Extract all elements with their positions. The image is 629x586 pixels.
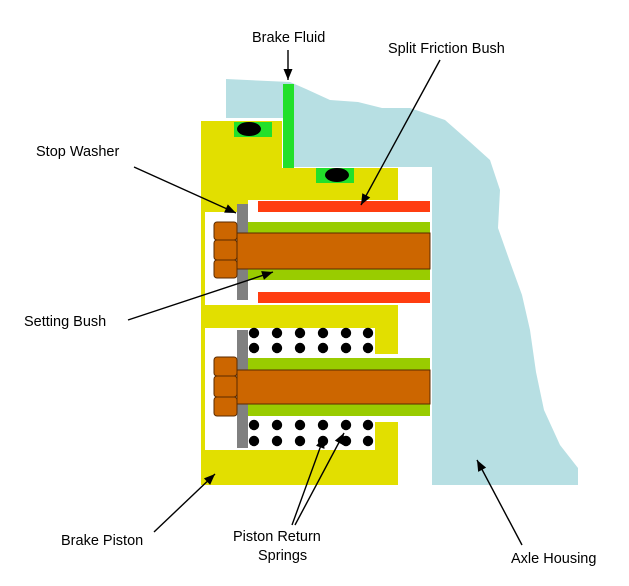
bolt-shaft-upper bbox=[236, 232, 431, 270]
bolt-head-lower-1 bbox=[213, 356, 238, 377]
bolt-head-upper-1 bbox=[213, 221, 238, 241]
spring-coil-dot bbox=[340, 342, 352, 354]
leader-piston-return-springs-b bbox=[294, 432, 345, 526]
leader-split-friction-bush bbox=[360, 59, 441, 206]
upper-o-ring-seal bbox=[237, 122, 261, 136]
spring-coil-dot bbox=[294, 327, 306, 339]
spring-coil-dot bbox=[362, 435, 374, 447]
label-piston-return-springs-2: Springs bbox=[258, 548, 307, 564]
spring-coil-dot bbox=[317, 419, 329, 431]
label-split-friction-bush: Split Friction Bush bbox=[388, 41, 505, 57]
axle-housing-shape bbox=[226, 79, 578, 485]
label-axle-housing: Axle Housing bbox=[511, 551, 596, 567]
label-piston-return-springs-1: Piston Return bbox=[233, 529, 321, 545]
friction-bush-bottom bbox=[258, 292, 430, 303]
spring-coil-dot bbox=[340, 419, 352, 431]
spring-coil-dot bbox=[294, 419, 306, 431]
spring-coil-dot bbox=[294, 342, 306, 354]
label-brake-fluid: Brake Fluid bbox=[252, 30, 325, 46]
spring-coil-dot bbox=[271, 419, 283, 431]
spring-coil-dot bbox=[317, 342, 329, 354]
leader-brake-fluid bbox=[283, 50, 293, 80]
bolt-shaft-lower bbox=[236, 369, 431, 405]
lower-o-ring-seal bbox=[325, 168, 349, 182]
bolt-head-upper-3 bbox=[213, 259, 238, 279]
friction-bush-top bbox=[258, 201, 430, 212]
bolt-head-upper-2 bbox=[213, 239, 238, 261]
spring-coil-dot bbox=[317, 327, 329, 339]
brake-fluid-channel bbox=[283, 84, 294, 168]
leader-axle-housing bbox=[476, 459, 523, 546]
leader-lines bbox=[127, 50, 523, 546]
leader-stop-washer bbox=[133, 166, 237, 214]
bolt-head-lower-3 bbox=[213, 396, 238, 417]
label-brake-piston: Brake Piston bbox=[61, 533, 143, 549]
spring-coil-dot bbox=[294, 435, 306, 447]
bolt-head-lower-2 bbox=[213, 375, 238, 398]
label-setting-bush: Setting Bush bbox=[24, 314, 106, 330]
spring-coil-dot bbox=[248, 435, 260, 447]
leader-setting-bush bbox=[127, 271, 274, 321]
spring-coil-dot bbox=[271, 327, 283, 339]
spring-coil-dot bbox=[362, 419, 374, 431]
piston-return-spring-coils bbox=[248, 327, 374, 447]
spring-coil-dot bbox=[271, 435, 283, 447]
label-stop-washer: Stop Washer bbox=[36, 144, 119, 160]
spring-coil-dot bbox=[340, 327, 352, 339]
spring-coil-dot bbox=[271, 342, 283, 354]
spring-coil-dot bbox=[248, 419, 260, 431]
leader-piston-return-springs-a bbox=[291, 436, 325, 526]
leader-brake-piston bbox=[153, 473, 216, 533]
spring-coil-dot bbox=[362, 327, 374, 339]
spring-coil-dot bbox=[248, 327, 260, 339]
brake-piston-lower bbox=[201, 330, 398, 485]
spring-coil-dot bbox=[362, 342, 374, 354]
spring-coil-dot bbox=[248, 342, 260, 354]
